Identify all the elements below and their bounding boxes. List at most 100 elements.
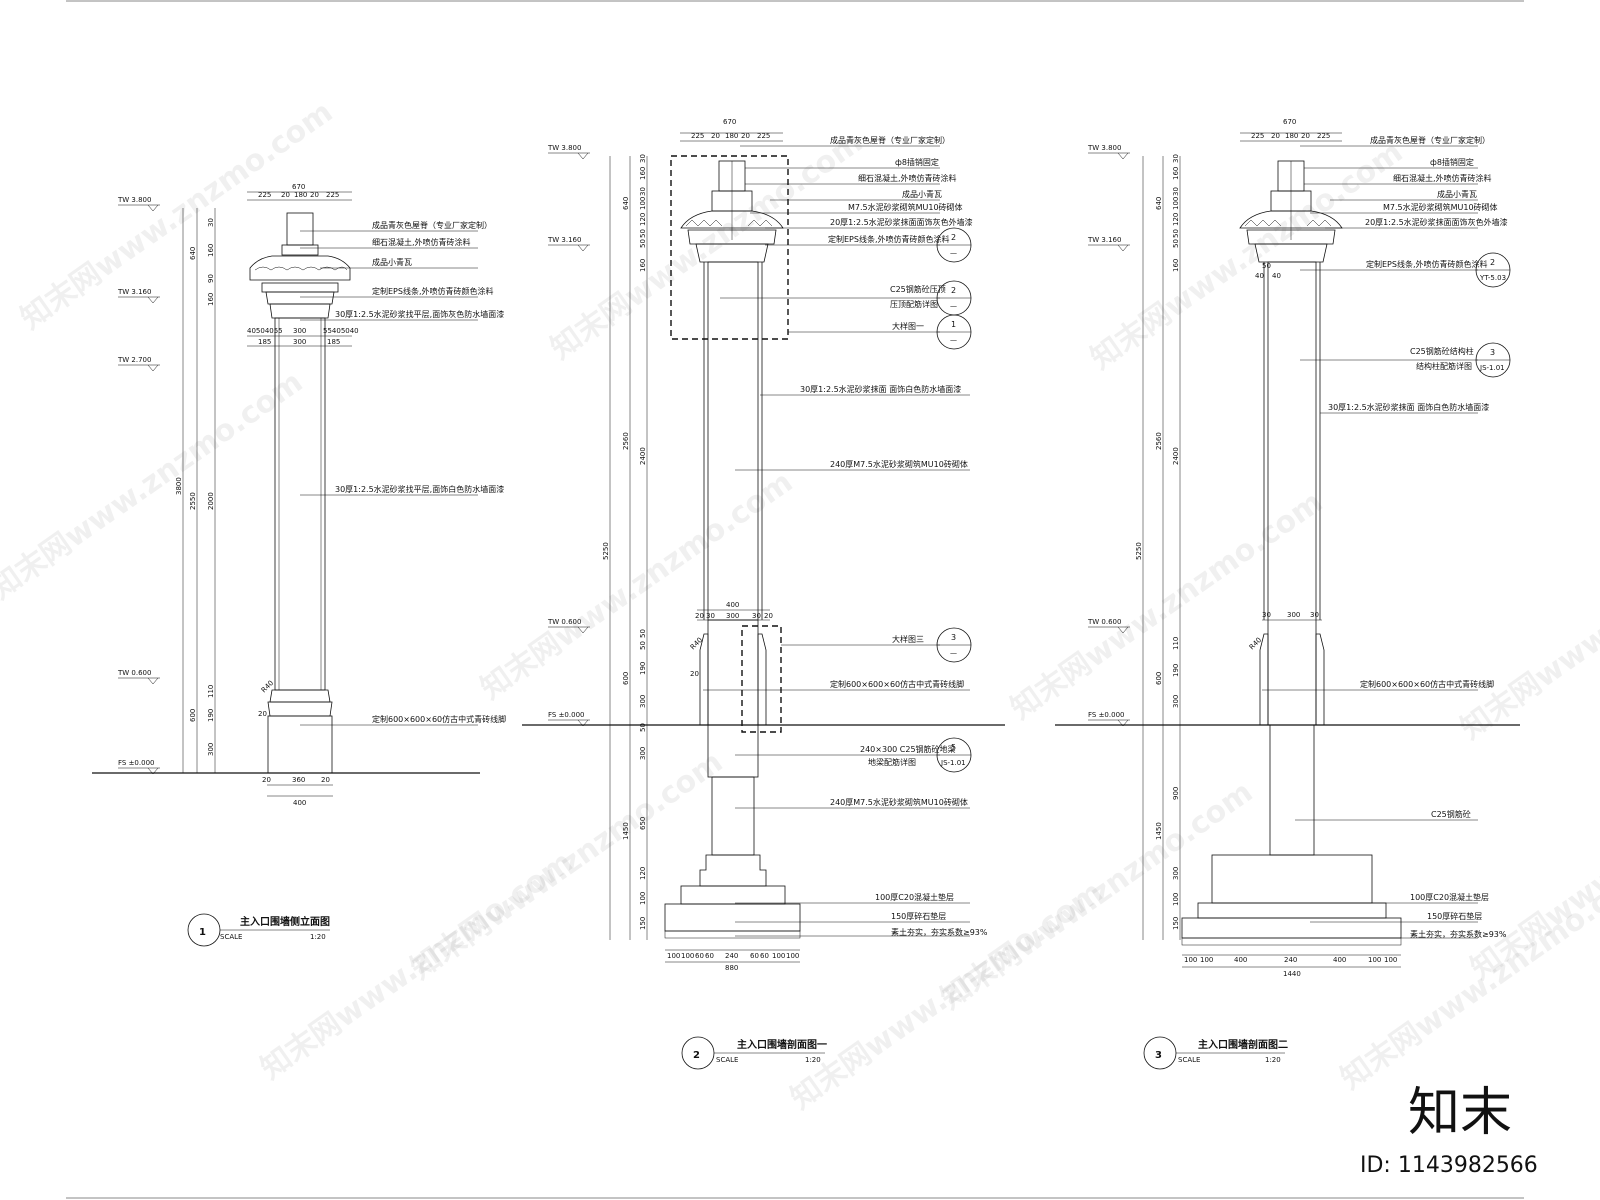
svg-text:225: 225 xyxy=(326,191,339,199)
svg-text:地梁配筋详图: 地梁配筋详图 xyxy=(868,757,916,767)
svg-text:30: 30 xyxy=(1172,187,1180,196)
svg-text:3: 3 xyxy=(1490,348,1495,357)
svg-text:30: 30 xyxy=(752,612,761,620)
svg-text:600: 600 xyxy=(622,672,630,685)
svg-text:FS ±0.000: FS ±0.000 xyxy=(548,711,584,719)
svg-text:3: 3 xyxy=(1155,1050,1162,1061)
svg-text:定制EPS线条,外喷仿青砖颜色涂料: 定制EPS线条,外喷仿青砖颜色涂料 xyxy=(1366,259,1488,269)
svg-text:160: 160 xyxy=(639,259,647,272)
svg-text:110: 110 xyxy=(1172,637,1180,650)
svg-text:150厚碎石垫层: 150厚碎石垫层 xyxy=(1427,911,1482,921)
svg-text:185: 185 xyxy=(258,338,271,346)
svg-text:ID: 1143982566: ID: 1143982566 xyxy=(1360,1153,1538,1178)
svg-text:压顶配筋详图: 压顶配筋详图 xyxy=(890,299,938,309)
svg-text:成品青灰色屋脊（专业厂家定制）: 成品青灰色屋脊（专业厂家定制） xyxy=(830,135,950,145)
svg-text:50: 50 xyxy=(639,629,647,638)
svg-text:50: 50 xyxy=(1172,239,1180,248)
svg-text:1: 1 xyxy=(951,320,956,329)
svg-text:50: 50 xyxy=(639,723,647,732)
svg-text:20: 20 xyxy=(258,710,267,718)
svg-text:20: 20 xyxy=(1271,132,1280,140)
svg-text:600: 600 xyxy=(189,709,197,722)
svg-text:知末网www.znzmo.com: 知末网www.znzmo.com xyxy=(475,465,800,707)
svg-text:30: 30 xyxy=(706,612,715,620)
svg-text:20: 20 xyxy=(764,612,773,620)
svg-text:成品青灰色屋脊（专业厂家定制）: 成品青灰色屋脊（专业厂家定制） xyxy=(372,220,492,230)
svg-text:400: 400 xyxy=(293,799,306,807)
svg-text:C25钢筋砼压顶: C25钢筋砼压顶 xyxy=(890,284,946,294)
svg-text:C25钢筋砼: C25钢筋砼 xyxy=(1431,809,1471,819)
svg-text:30厚1:2.5水泥砂浆找平层,面饰白色防水墙面漆: 30厚1:2.5水泥砂浆找平层,面饰白色防水墙面漆 xyxy=(335,484,504,494)
svg-text:55405040: 55405040 xyxy=(323,327,359,335)
svg-text:定制600×600×60仿古中式青砖线脚: 定制600×600×60仿古中式青砖线脚 xyxy=(372,714,506,724)
svg-text:160: 160 xyxy=(207,244,215,257)
annotation-leaders: 成品青灰色屋脊（专业厂家定制） ф8插销固定 细石混凝土,外喷仿青砖涂料 成品小… xyxy=(1262,135,1508,939)
svg-text:150: 150 xyxy=(639,917,647,930)
svg-text:150厚碎石垫层: 150厚碎石垫层 xyxy=(891,911,946,921)
level-markers: TW 3.800 TW 3.160 TW 0.600 FS ±0.000 xyxy=(547,144,590,727)
svg-text:100: 100 xyxy=(1172,197,1180,210)
svg-text:100: 100 xyxy=(786,952,799,960)
svg-text:190: 190 xyxy=(1172,664,1180,677)
svg-text:TW 3.800: TW 3.800 xyxy=(547,144,581,152)
svg-text:20: 20 xyxy=(690,670,699,678)
svg-text:600: 600 xyxy=(1155,672,1163,685)
svg-text:60: 60 xyxy=(750,952,759,960)
svg-text:640: 640 xyxy=(1155,197,1163,210)
svg-text:30: 30 xyxy=(639,187,647,196)
svg-text:M7.5水泥砂浆砌筑MU10砖砌体: M7.5水泥砂浆砌筑MU10砖砌体 xyxy=(1383,202,1498,212)
svg-text:20: 20 xyxy=(262,776,271,784)
svg-text:360: 360 xyxy=(292,776,305,784)
svg-text:60: 60 xyxy=(695,952,704,960)
svg-text:670: 670 xyxy=(292,183,305,191)
svg-text:定制600×600×60仿古中式青砖线脚: 定制600×600×60仿古中式青砖线脚 xyxy=(1360,679,1494,689)
svg-text:30厚1:2.5水泥砂浆抹面 面饰白色防水墙面漆: 30厚1:2.5水泥砂浆抹面 面饰白色防水墙面漆 xyxy=(800,384,961,394)
svg-text:240×300 C25钢筋砼地梁: 240×300 C25钢筋砼地梁 xyxy=(860,744,956,754)
svg-text:大样图一: 大样图一 xyxy=(892,321,924,331)
svg-text:30: 30 xyxy=(1310,611,1319,619)
svg-text:2560: 2560 xyxy=(622,432,630,450)
svg-text:100: 100 xyxy=(1184,956,1197,964)
svg-text:知末网www.znzmo.com: 知末网www.znzmo.com xyxy=(545,125,870,367)
svg-text:50: 50 xyxy=(639,641,647,650)
svg-text:TW 0.600: TW 0.600 xyxy=(1087,618,1121,626)
svg-text:成品青灰色屋脊（专业厂家定制）: 成品青灰色屋脊（专业厂家定制） xyxy=(1370,135,1490,145)
svg-text:TW 0.600: TW 0.600 xyxy=(117,669,151,677)
svg-text:TW 3.160: TW 3.160 xyxy=(117,288,151,296)
svg-text:TW 3.800: TW 3.800 xyxy=(1087,144,1121,152)
svg-text:5: 5 xyxy=(951,743,956,752)
svg-text:400: 400 xyxy=(1333,956,1346,964)
svg-text:成品小青瓦: 成品小青瓦 xyxy=(902,189,942,199)
svg-text:240: 240 xyxy=(1284,956,1297,964)
svg-text:知末网www.znzmo.com: 知末网www.znzmo.com xyxy=(1005,485,1330,727)
svg-text:100: 100 xyxy=(639,197,647,210)
svg-text:1:20: 1:20 xyxy=(310,933,326,941)
svg-text:R40: R40 xyxy=(689,636,704,651)
svg-text:知末网www.znzmo.com: 知末网www.znzmo.com xyxy=(405,745,730,987)
svg-text:知末网www.znzmo.com: 知末网www.znzmo.com xyxy=(1465,745,1600,987)
svg-text:180: 180 xyxy=(294,191,307,199)
svg-text:190: 190 xyxy=(207,709,215,722)
svg-text:20: 20 xyxy=(1301,132,1310,140)
svg-text:300: 300 xyxy=(207,743,215,756)
svg-text:—: — xyxy=(950,649,957,657)
svg-text:30: 30 xyxy=(207,218,215,227)
svg-text:20: 20 xyxy=(321,776,330,784)
svg-text:60: 60 xyxy=(760,952,769,960)
svg-text:知末网www.znzmo.com: 知末网www.znzmo.com xyxy=(1085,135,1410,377)
svg-text:670: 670 xyxy=(1283,118,1296,126)
svg-text:细石混凝土,外喷仿青砖涂料: 细石混凝土,外喷仿青砖涂料 xyxy=(372,237,471,247)
svg-text:100: 100 xyxy=(681,952,694,960)
svg-text:60: 60 xyxy=(705,952,714,960)
svg-text:ф8插销固定: ф8插销固定 xyxy=(1430,157,1474,167)
svg-text:3800: 3800 xyxy=(175,477,183,495)
svg-text:240厚M7.5水泥砂浆砌筑MU10砖砌体: 240厚M7.5水泥砂浆砌筑MU10砖砌体 xyxy=(830,797,968,807)
svg-text:2: 2 xyxy=(951,233,956,242)
level-markers: TW 3.800 TW 3.160 TW 0.600 FS ±0.000 xyxy=(1087,144,1130,727)
svg-text:R40: R40 xyxy=(260,679,275,694)
svg-text:100: 100 xyxy=(772,952,785,960)
svg-text:TW 2.700: TW 2.700 xyxy=(117,356,151,364)
svg-text:300: 300 xyxy=(1287,611,1300,619)
svg-text:50: 50 xyxy=(1172,229,1180,238)
